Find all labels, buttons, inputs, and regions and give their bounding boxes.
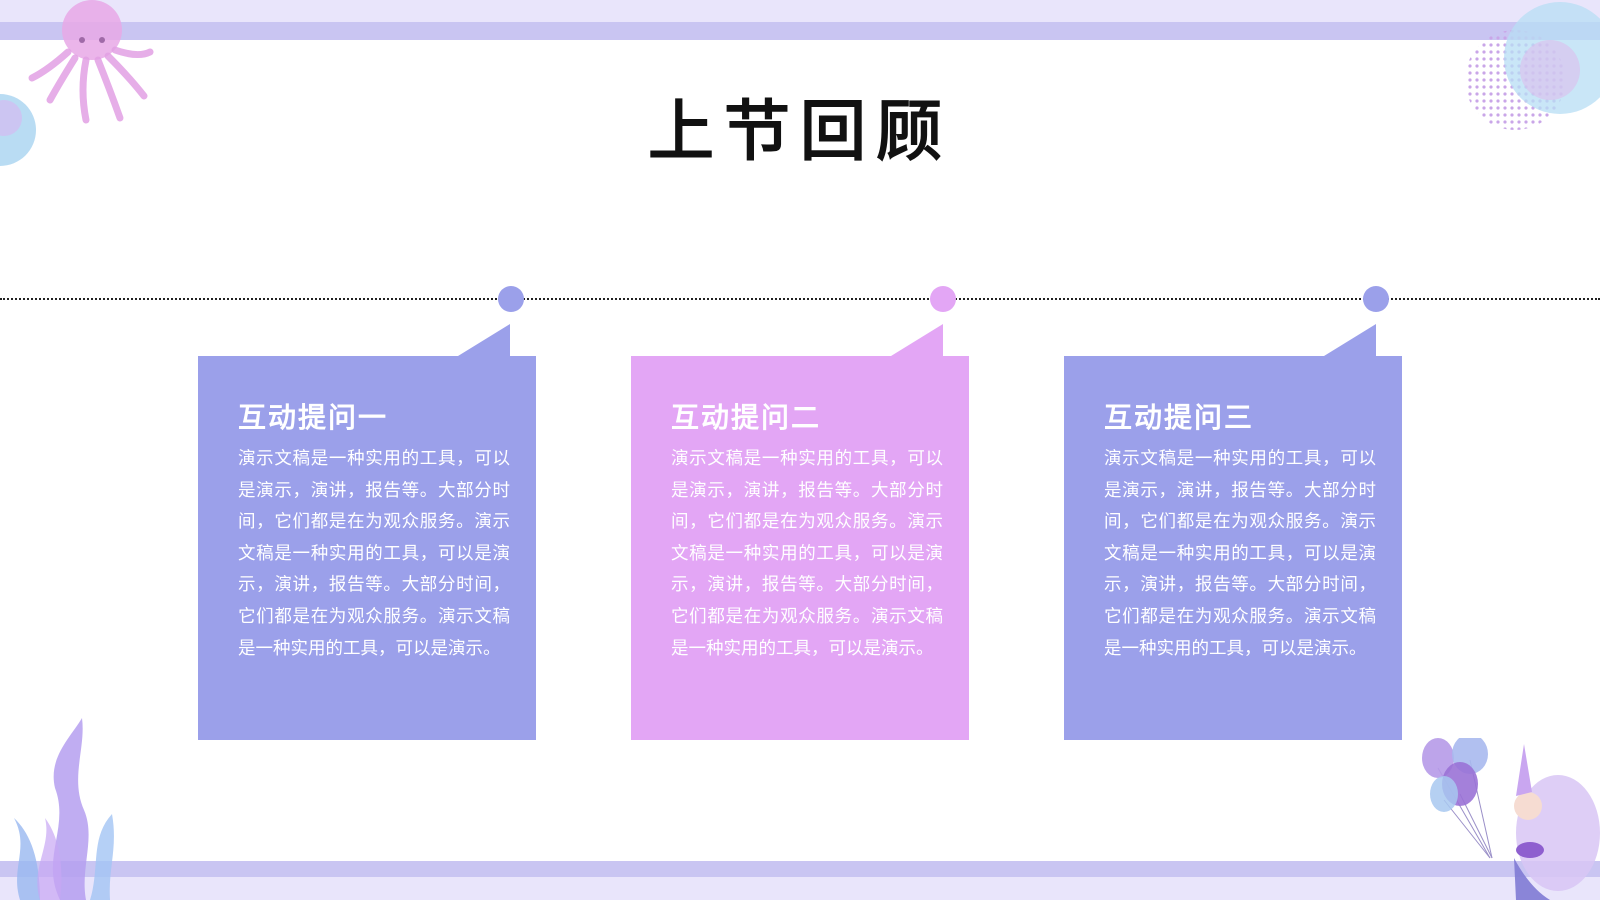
card-body: 演示文稿是一种实用的工具，可以是演示，演讲，报告等。大部分时间，它们都是在为观众… <box>671 449 943 659</box>
timeline-dot-1 <box>498 286 524 312</box>
seaweed-illustration <box>14 718 114 900</box>
question-card-2: 互动提问二 演示文稿是一种实用的工具，可以是演示，演讲，报告等。大部分时间，它们… <box>631 324 969 740</box>
card-heading: 互动提问二 <box>671 401 822 434</box>
octopus-illustration <box>28 0 154 124</box>
card-tab <box>891 324 943 356</box>
card-tab <box>458 324 510 356</box>
card-tab <box>1324 324 1376 356</box>
mermaid-balloons-illustration <box>1422 738 1600 900</box>
timeline-dot-3 <box>1363 286 1389 312</box>
card-heading: 互动提问一 <box>238 401 389 434</box>
bottom-stripe <box>0 861 1600 877</box>
timeline-dot-2 <box>930 286 956 312</box>
dotted-circle-illustration <box>1465 2 1600 130</box>
question-card-3: 互动提问三 演示文稿是一种实用的工具，可以是演示，演讲，报告等。大部分时间，它们… <box>1064 324 1402 740</box>
bottom-band <box>0 877 1600 900</box>
bubble-illustration <box>0 94 36 166</box>
card-heading: 互动提问三 <box>1104 401 1255 434</box>
card-body: 演示文稿是一种实用的工具，可以是演示，演讲，报告等。大部分时间，它们都是在为观众… <box>238 449 510 659</box>
question-card-1: 互动提问一 演示文稿是一种实用的工具，可以是演示，演讲，报告等。大部分时间，它们… <box>198 324 536 740</box>
card-body: 演示文稿是一种实用的工具，可以是演示，演讲，报告等。大部分时间，它们都是在为观众… <box>1104 449 1376 659</box>
top-stripe <box>0 22 1600 40</box>
timeline-line <box>0 298 1600 300</box>
page-title: 上节回顾 <box>648 93 952 170</box>
top-band <box>0 0 1600 22</box>
